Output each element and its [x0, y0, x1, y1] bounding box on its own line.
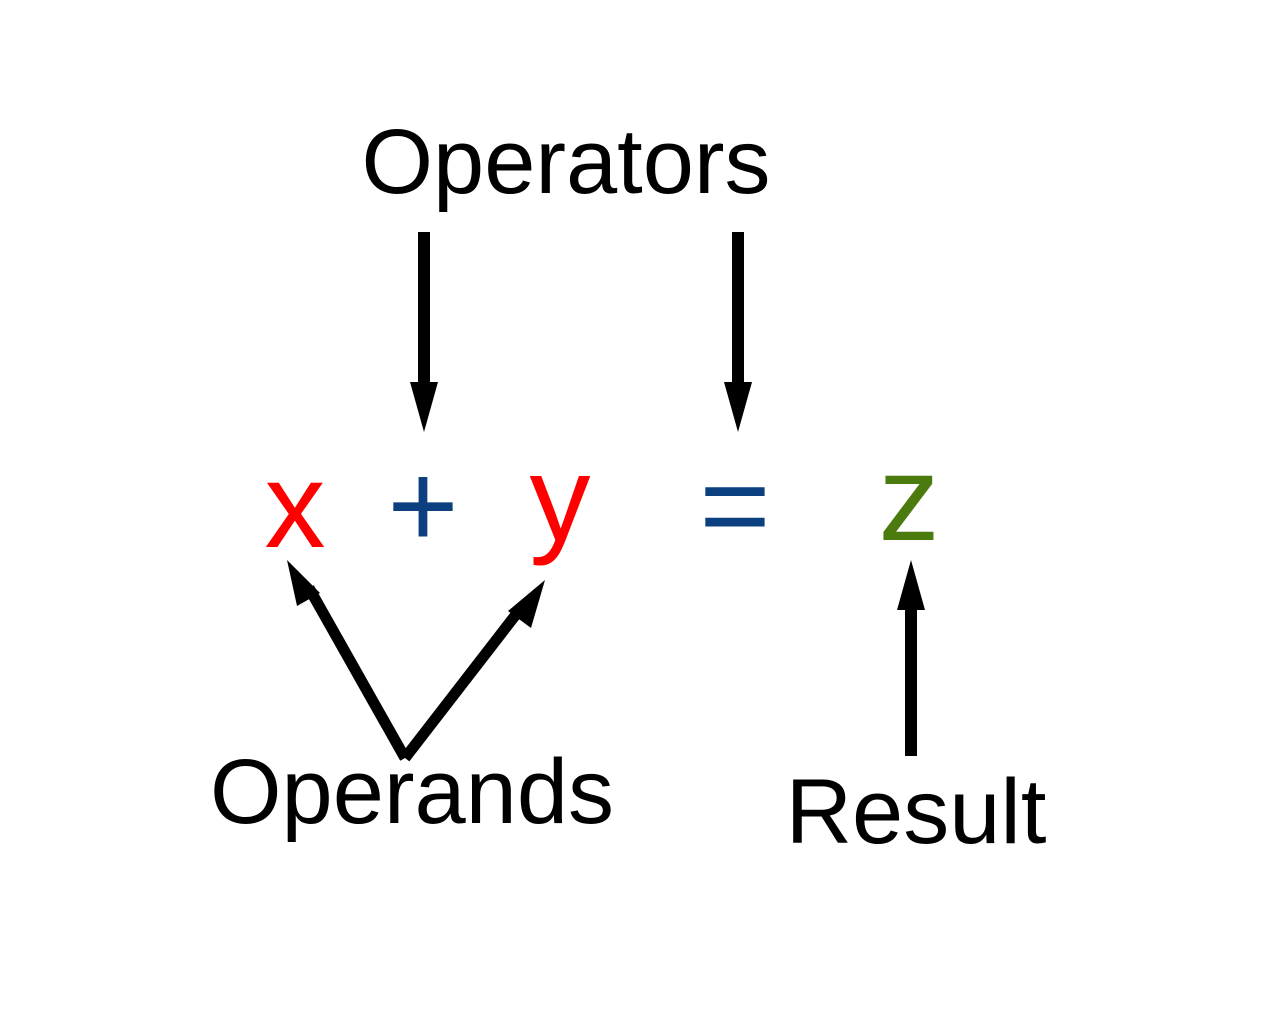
operand-y: y [530, 430, 591, 566]
arrow-to-x [287, 560, 410, 761]
operands-label: Operands [210, 741, 614, 843]
result-z: z [879, 430, 940, 566]
arrow-to-equals [724, 232, 752, 432]
arrow-to-z [897, 560, 925, 756]
operator-plus: + [387, 437, 458, 573]
arrow-to-plus [410, 232, 438, 432]
operators-label: Operators [361, 111, 770, 213]
operand-x: x [265, 437, 326, 573]
operator-equals: = [699, 437, 770, 573]
result-label: Result [786, 761, 1047, 863]
arrow-to-y [400, 580, 545, 762]
